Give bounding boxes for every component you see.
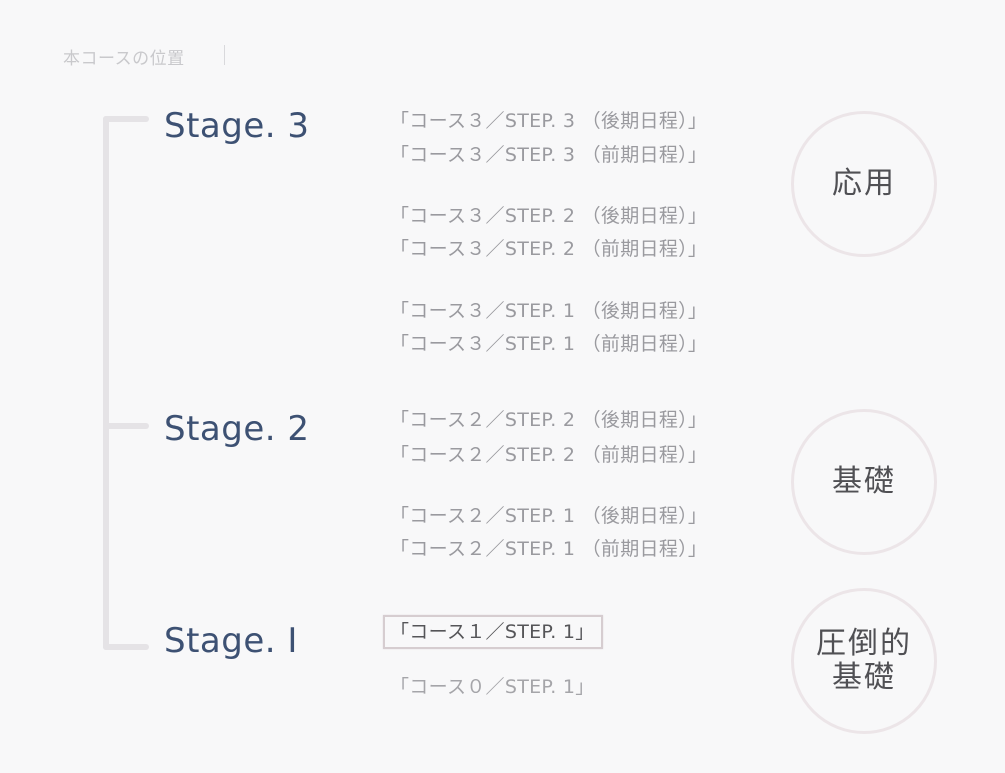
level-applied-circle: 応用 xyxy=(791,111,937,257)
course-2-step-1-early: 「コース２／STEP. 1 （前期日程）」 xyxy=(390,538,708,560)
stage-3-label: Stage. 3 xyxy=(164,106,310,146)
course-3-step-3-late: 「コース３／STEP. 3 （後期日程）」 xyxy=(390,110,708,132)
header-divider xyxy=(224,45,225,65)
level-applied-label: 応用 xyxy=(832,165,896,201)
course-3-step-3-early: 「コース３／STEP. 3 （前期日程）」 xyxy=(390,144,708,166)
course-0-step-1: 「コース０／STEP. 1」 xyxy=(390,676,595,698)
course-3-step-1-late: 「コース３／STEP. 1 （後期日程）」 xyxy=(390,300,708,322)
stage-2-label: Stage. 2 xyxy=(164,409,310,449)
course-2-step-2-early: 「コース２／STEP. 2 （前期日程）」 xyxy=(390,444,708,466)
section-title: 本コースの位置 xyxy=(63,49,185,69)
level-overwhelming-line2: 基礎 xyxy=(832,660,896,695)
stage-1-connector xyxy=(103,644,149,650)
stage-2-connector xyxy=(103,423,149,429)
level-basic-label: 基礎 xyxy=(832,463,896,499)
level-overwhelming-basic-circle: 圧倒的 基礎 xyxy=(791,588,937,734)
current-course-1-step-1: 「コース１／STEP. 1」 xyxy=(383,615,603,649)
course-2-step-1-late: 「コース２／STEP. 1 （後期日程）」 xyxy=(390,505,708,527)
stage-3-connector xyxy=(103,116,149,122)
course-2-step-2-late: 「コース２／STEP. 2 （後期日程）」 xyxy=(390,409,708,431)
stage-bracket-line xyxy=(103,116,109,650)
course-3-step-2-late: 「コース３／STEP. 2 （後期日程）」 xyxy=(390,205,708,227)
course-3-step-2-early: 「コース３／STEP. 2 （前期日程）」 xyxy=(390,238,708,260)
level-basic-circle: 基礎 xyxy=(791,409,937,555)
level-overwhelming-line1: 圧倒的 xyxy=(816,625,912,661)
stage-1-label: Stage. I xyxy=(164,621,298,661)
course-3-step-1-early: 「コース３／STEP. 1 （前期日程）」 xyxy=(390,333,708,355)
